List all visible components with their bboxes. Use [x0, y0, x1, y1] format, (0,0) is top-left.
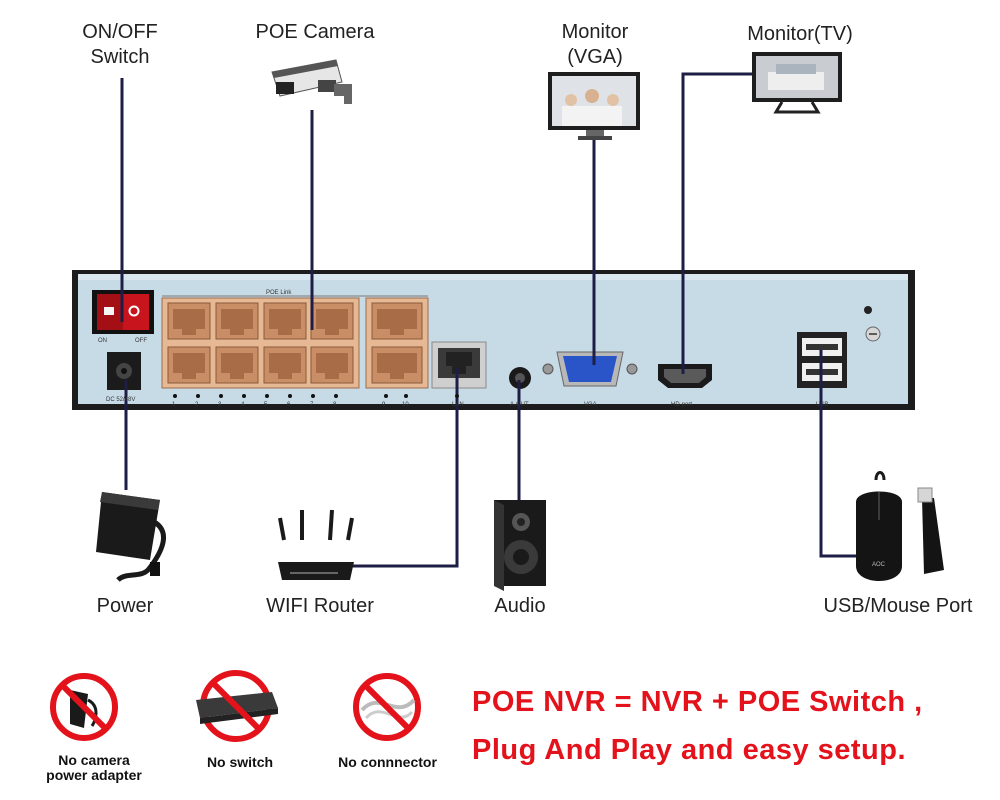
poe-camera-label: POE Camera — [255, 21, 375, 43]
lan-label: LAN — [452, 402, 464, 408]
connection-lines — [120, 72, 860, 568]
usb-label: USB — [816, 402, 829, 408]
port-number-label: 7 — [310, 402, 314, 408]
rj45-port-bottom-3 — [263, 346, 307, 384]
wifi-router-label: WIFI Router — [266, 595, 374, 617]
port-number-label: 8 — [333, 402, 337, 408]
hdmi-port — [658, 364, 712, 388]
vga-port — [542, 351, 638, 387]
port-number-label: 2 — [195, 402, 199, 408]
no-switch-label: No switch — [206, 754, 274, 770]
audio-jack — [509, 367, 531, 389]
onoff-label-line2: Switch — [90, 46, 150, 68]
vga-label: VGA — [584, 402, 597, 408]
rj45-port-bottom-10 — [371, 346, 423, 384]
dc-jack — [107, 352, 141, 390]
rj45-port-bottom-2 — [215, 346, 259, 384]
usb-mouse-label: USB/Mouse Port — [823, 595, 973, 617]
power-label: Power — [96, 595, 154, 617]
monitor-tv-label: Monitor(TV) — [747, 23, 853, 45]
port-led-dot — [173, 394, 177, 398]
switch-on-label: ON — [98, 338, 107, 344]
port-number-label: 1 — [172, 402, 176, 408]
monitor-vga-label: Monitor (VGA) — [545, 20, 645, 70]
usb-stick-icon — [917, 487, 944, 574]
port-led-dot — [196, 394, 200, 398]
no-adapter-icon — [50, 673, 118, 741]
port-9-label: 9 — [382, 402, 386, 408]
lan-port — [431, 341, 487, 389]
aout-label: A-OUT — [510, 402, 529, 408]
no-adapter-label: No camera power adapter — [34, 753, 154, 783]
port-10-label: 10 — [402, 402, 409, 408]
monitor-vga-icon — [548, 72, 640, 140]
onoff-label-line1: ON/OFF — [82, 21, 158, 43]
port-number-label: 5 — [264, 402, 268, 408]
hdport-label: HD-port — [671, 402, 693, 408]
wifi-router-icon — [278, 509, 354, 580]
speaker-icon — [494, 500, 546, 591]
slogan-line2: Plug And Play and easy setup. — [472, 734, 907, 766]
rj45-port-bottom-4 — [310, 346, 354, 384]
no-adapter-line2: power adapter — [46, 767, 142, 783]
port-led-dot — [455, 394, 459, 398]
poe-camera-icon — [271, 59, 352, 104]
no-connector-icon — [353, 673, 421, 741]
port-led-dot — [311, 394, 315, 398]
port-led-dot — [219, 394, 223, 398]
usb-mouse-icon: AOC — [856, 471, 902, 581]
no-connector-label: No connnector — [338, 754, 437, 770]
port-led-dot — [265, 394, 269, 398]
ground-screw — [865, 326, 881, 342]
onoff-label: ON/OFF Switch — [70, 20, 170, 70]
mouse-brand-text: AOC — [872, 562, 886, 568]
usb-ports — [797, 332, 847, 388]
port-led-dot — [242, 394, 246, 398]
switch-off-label: OFF — [135, 338, 147, 344]
rj45-port-top-9 — [371, 302, 423, 340]
port-number-label: 4 — [241, 402, 245, 408]
monitor-vga-line2: (VGA) — [567, 46, 623, 68]
port-number-label: 3 — [218, 402, 222, 408]
port-number-label: 6 — [287, 402, 291, 408]
audio-label: Audio — [494, 595, 546, 617]
rj45-ports — [167, 302, 423, 384]
rj45-port-bottom-1 — [167, 346, 211, 384]
reset-hole — [864, 306, 872, 314]
rj45-port-top-1 — [167, 302, 211, 340]
port-led-dot — [404, 394, 408, 398]
rj45-port-top-2 — [215, 302, 259, 340]
port-led-dot — [334, 394, 338, 398]
rj45-port-top-3 — [263, 302, 307, 340]
monitor-tv-icon — [752, 52, 842, 114]
power-adapter-icon — [96, 492, 166, 582]
rj45-port-top-4 — [310, 302, 354, 340]
dc-label: DC 52/48V — [106, 397, 136, 403]
slogan-line1: POE NVR = NVR + POE Switch , — [472, 686, 923, 718]
port-led-dot — [288, 394, 292, 398]
port-led-dot — [384, 394, 388, 398]
no-switch-icon — [196, 670, 278, 742]
monitor-vga-line1: Monitor — [561, 21, 629, 43]
no-adapter-line1: No camera — [58, 752, 130, 768]
poe-link-label: POE Link — [266, 290, 292, 296]
